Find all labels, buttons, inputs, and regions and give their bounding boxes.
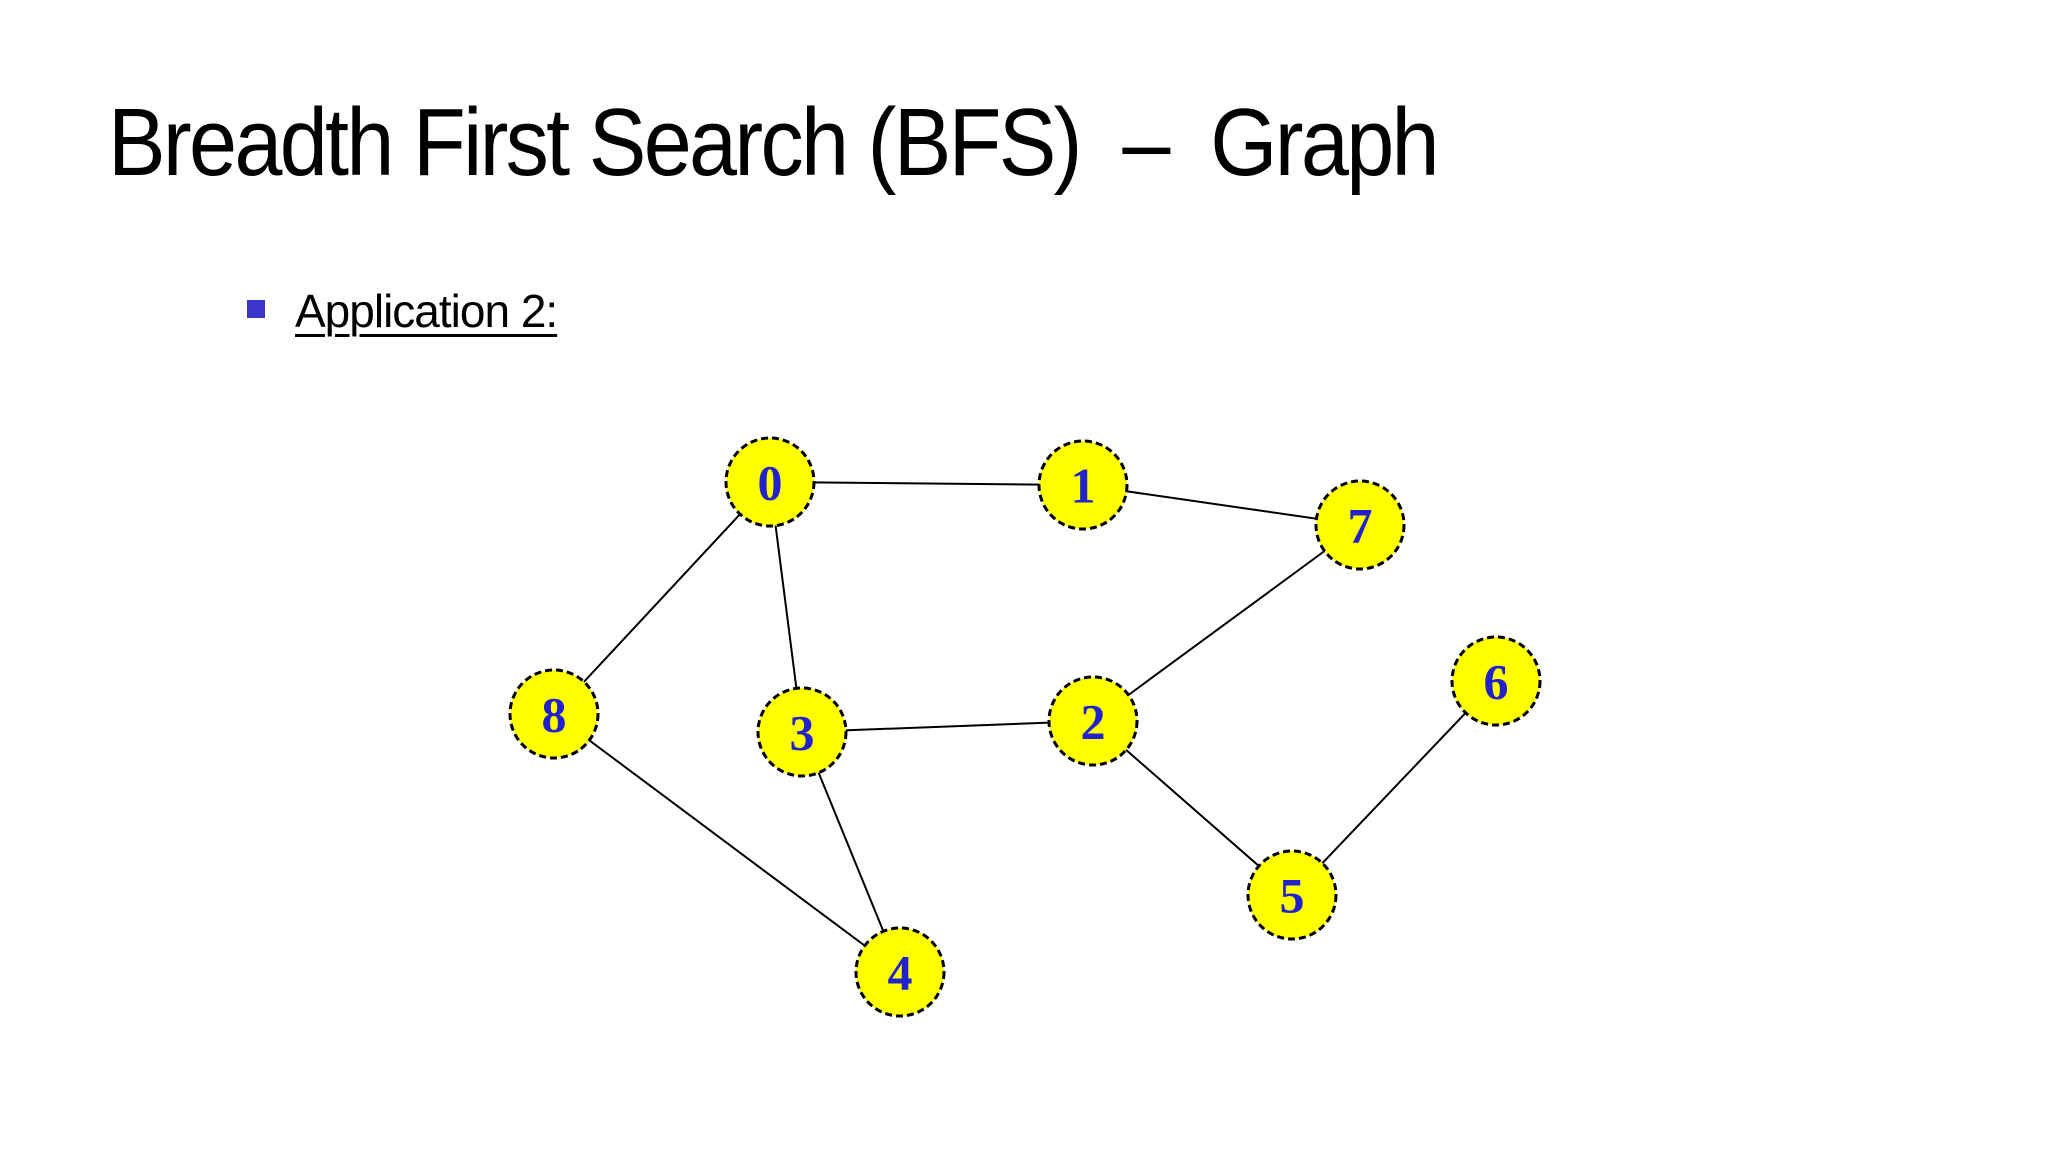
graph-node-label-7: 7 — [1348, 498, 1373, 554]
graph-edge-1-7 — [1082, 484, 1361, 526]
graph-node-5 — [1246, 849, 1338, 941]
slide-title: Breadth First Search (BFS) – Graph — [108, 89, 1440, 196]
graph-node-7 — [1314, 479, 1406, 571]
graph-node-label-6: 6 — [1484, 654, 1509, 710]
graph-node-label-8: 8 — [542, 687, 567, 743]
graph-node-8 — [508, 668, 600, 760]
graph-edge-7-2 — [1092, 524, 1361, 722]
graph-edge-5-6 — [1291, 680, 1497, 896]
graph-node-4 — [854, 926, 946, 1018]
graph-edge-0-1 — [769, 481, 1084, 486]
graph-node-label-3: 3 — [790, 705, 815, 761]
bullet-square-icon — [247, 300, 265, 318]
graph-node-3 — [756, 686, 848, 778]
graph-node-2 — [1047, 675, 1139, 767]
graph-node-6 — [1450, 635, 1542, 727]
graph-node-label-5: 5 — [1280, 868, 1305, 924]
graph-edge-3-2 — [801, 720, 1094, 733]
graph-node-label-1: 1 — [1071, 458, 1096, 514]
graph-edge-0-8 — [553, 481, 771, 715]
bullet-label: Application 2: — [295, 285, 558, 337]
graph-node-label-2: 2 — [1081, 694, 1106, 750]
graph-edge-8-4 — [553, 713, 901, 973]
graph-node-1 — [1037, 439, 1129, 531]
bullet-item: Application 2: — [247, 284, 558, 338]
graph-node-0 — [724, 436, 816, 528]
graph-node-label-0: 0 — [758, 455, 783, 511]
graph-node-label-4: 4 — [888, 945, 913, 1001]
